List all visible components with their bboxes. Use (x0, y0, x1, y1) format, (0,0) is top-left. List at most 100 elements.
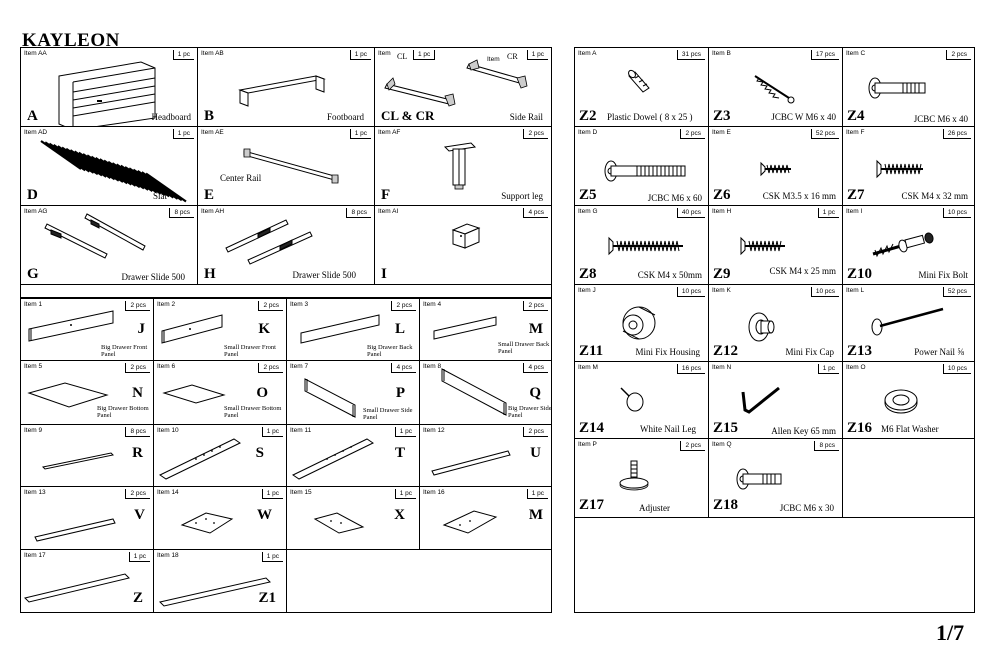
screw-drawing (760, 161, 791, 177)
quantity-badge: 26 pcs (942, 129, 971, 139)
quantity-badge: 1 pc (394, 427, 416, 437)
item-label: Item AH (201, 208, 225, 215)
slat-line (82, 153, 124, 183)
slat-line (48, 142, 91, 173)
hardware-name: JCBC M6 x 60 (647, 193, 702, 203)
item-label: Item M (578, 364, 598, 371)
slat-drawing (40, 140, 187, 203)
part-cell-footboard: Item AB 1 pc B Footboard (197, 47, 375, 127)
part-cell-small-drawer-side: Item 7 4 pcs P Small Drawer Side Panel (286, 360, 420, 425)
part-name: Drawer Slide 500 (121, 272, 185, 282)
quantity-badge: 2 pcs (523, 301, 548, 311)
part-letter: U (530, 445, 541, 461)
item-label: Item 4 (423, 301, 442, 308)
part-letter: S (255, 445, 264, 461)
item-label: Item 16 (423, 489, 445, 496)
part-name: Center Rail (220, 173, 262, 183)
hardware-code: Z16 (847, 420, 873, 436)
item-label: Item (378, 50, 391, 57)
part-letter: O (256, 385, 268, 401)
slat-line (124, 166, 166, 196)
side-rail-drawing (384, 59, 528, 107)
slat-line (78, 151, 120, 182)
mini-fix-housing-drawing (622, 306, 656, 340)
slat-line (99, 158, 141, 189)
hardware-name: White Nail Leg (640, 424, 696, 434)
item-label: Item 12 (423, 427, 445, 434)
hardware-cell-washer: Item O 10 pcs Z16 M6 Flat Washer (842, 361, 975, 439)
slat-line (57, 145, 99, 176)
hardware-cell-mini-fix-cap: Item K 10 pcs Z12 Mini Fix Cap (708, 284, 843, 362)
part-name: Big Drawer Back Panel (367, 344, 413, 358)
headboard-drawing (58, 61, 156, 126)
part-cell-small-drawer-bottom: Item 6 2 pcs O Small Drawer Bottom Panel (153, 360, 287, 425)
hardware-cell-csk-m35x16: Item E 52 pcs Z6 CSK M3.5 x 16 mm (708, 126, 843, 206)
quantity-badge: 2 pcs (523, 129, 548, 139)
part-letter: N (132, 385, 143, 401)
quantity-badge: 1 pc (128, 552, 150, 562)
part-name: Small Drawer Bottom Panel (224, 405, 282, 419)
part-cell-big-drawer-bottom: Item 5 2 pcs N Big Drawer Bottom Panel (20, 360, 154, 425)
hardware-code: Z6 (713, 187, 731, 203)
hardware-code: Z13 (847, 343, 873, 359)
panel-drawing (34, 518, 116, 542)
item-label: Item Q (712, 441, 732, 448)
item-label: Item AF (378, 129, 401, 136)
part-letter: E (204, 187, 215, 203)
hardware-cell-mini-fix-bolt: Item I 10 pcs Z10 Mini Fix Bolt (842, 205, 975, 285)
screw-drawing (740, 236, 785, 256)
mini-fix-bolt-drawing (872, 232, 934, 258)
quantity-badge: 1 pc (261, 552, 283, 562)
panel-drawing (304, 378, 356, 418)
part-name: Small Drawer Back Panel (498, 341, 550, 355)
slat-line (86, 154, 128, 185)
hardware-name: CSK M4 x 50mm (637, 270, 702, 280)
panel-drawing (162, 384, 226, 404)
slat-line (90, 155, 133, 186)
quantity-badge: 10 pcs (942, 208, 971, 218)
slat-line (69, 149, 112, 180)
quantity-badge: 1 pc (817, 208, 839, 218)
bolt-drawing (604, 160, 686, 182)
hardware-name: M6 Flat Washer (881, 424, 939, 434)
item-label: Item 14 (157, 489, 179, 496)
quantity-badge: 2 pcs (391, 301, 416, 311)
item-label: Item P (578, 441, 597, 448)
quantity-badge: 1 pc (526, 489, 548, 499)
hardware-code: Z7 (847, 187, 865, 203)
part-cell-item-11: Item 11 1 pc T (286, 424, 420, 487)
part-name: Big Drawer Front Panel (101, 344, 148, 358)
quantity-badge: 10 pcs (942, 364, 971, 374)
hardware-name: JCBC W M6 x 40 (771, 112, 836, 122)
item-label: Item AB (201, 50, 224, 57)
screw-drawing (876, 159, 923, 179)
part-letter: M (528, 507, 543, 523)
slat-line (73, 150, 116, 181)
item-label: Item A (578, 50, 597, 57)
panel-drawing (24, 573, 130, 603)
quantity-badge: 8 pcs (814, 441, 839, 451)
part-name: Support leg (501, 191, 543, 201)
quantity-badge: 40 pcs (676, 208, 705, 218)
part-name: Drawer Slide 500 (292, 270, 356, 280)
part-letter: J (137, 321, 146, 337)
hardware-name: Allen Key 65 mm (771, 426, 836, 436)
quantity-badge: 2 pcs (946, 50, 971, 60)
part-letter: H (204, 266, 216, 282)
item-label: Item B (712, 50, 731, 57)
hardware-code: Z12 (713, 343, 739, 359)
item-label: Item AE (201, 129, 224, 136)
hardware-cell-power-nail: Item L 52 pcs Z13 Power Nail ⅝ (842, 284, 975, 362)
item-label: Item H (712, 208, 732, 215)
hardware-name: Plastic Dowel ( 8 x 25 ) (607, 112, 693, 122)
part-letter: V (134, 507, 145, 523)
part-name: Side Rail (509, 112, 543, 122)
quantity-badge-cl: 1 pc (413, 50, 436, 60)
part-cell-small-drawer-back: Item 4 2 pcs M Small Drawer Back Panel (419, 298, 552, 361)
item-label: Item K (712, 287, 731, 294)
slat-line (103, 159, 145, 190)
item-label: Item 13 (24, 489, 46, 496)
hardware-code: Z18 (713, 497, 739, 513)
hardware-code: Z9 (713, 266, 731, 282)
washer-drawing (884, 389, 918, 414)
